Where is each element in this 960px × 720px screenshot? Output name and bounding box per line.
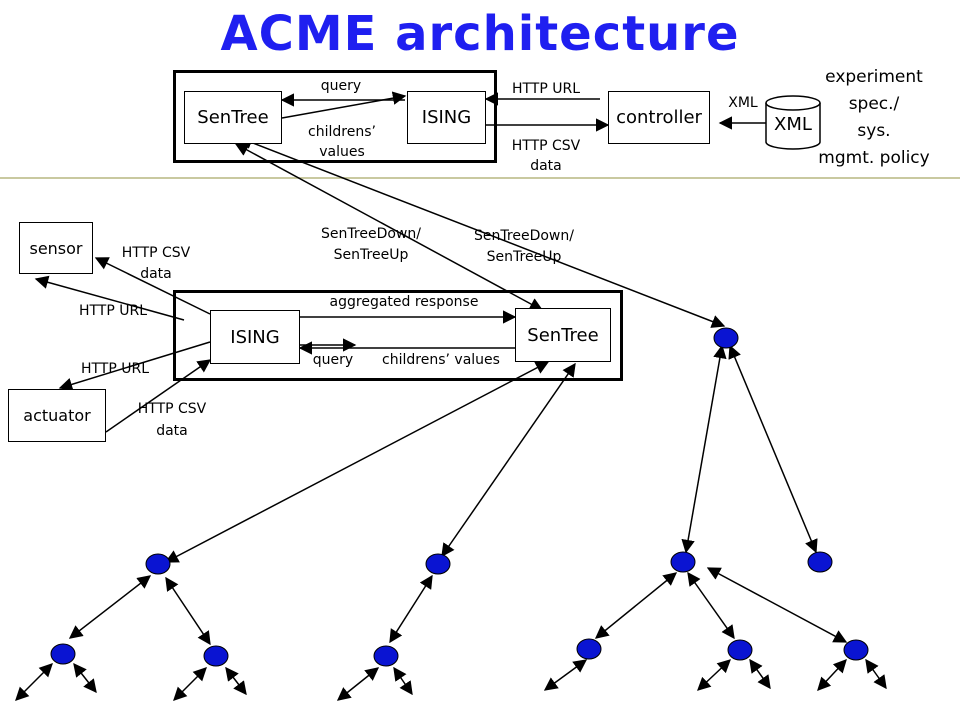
- tree-node: [373, 645, 399, 667]
- sensor-url-label: HTTP URL: [78, 303, 148, 319]
- link-sentree-right-tree: [238, 136, 726, 328]
- policy-line-3: sys.: [857, 121, 891, 141]
- middle-sentree-box: SenTree: [515, 308, 611, 362]
- mid-children-label: childrens’ values: [382, 352, 500, 368]
- aggregated-label: aggregated response: [329, 294, 479, 310]
- top-http-csv-label-1: HTTP CSV: [511, 138, 581, 154]
- link-to-left-tree: [164, 361, 550, 563]
- controller-box: controller: [608, 91, 710, 144]
- link-label-2-line-1: SenTreeDown/: [474, 228, 574, 244]
- sensor-box: sensor: [19, 222, 93, 274]
- link-to-center-tree: [441, 362, 576, 558]
- slide-title: ACME architecture: [220, 6, 740, 62]
- middle-ising-box: ISING: [210, 310, 300, 364]
- top-xml-label: XML: [728, 95, 758, 111]
- arrow-actuator-url: [58, 341, 211, 391]
- tree-node: [843, 639, 869, 661]
- top-query-label: query: [320, 78, 362, 94]
- actuator-box: actuator: [8, 389, 106, 442]
- sensor-csv-label-2: data: [140, 266, 172, 282]
- top-http-url-label: HTTP URL: [511, 81, 581, 97]
- mid-query-label: query: [312, 352, 354, 368]
- xml-store-cylinder: [765, 95, 821, 150]
- tree-node: [713, 327, 739, 349]
- link-label-1-line-2: SenTreeUp: [333, 247, 409, 263]
- actuator-csv-label-1: HTTP CSV: [137, 401, 207, 417]
- top-children-label-1: childrens’: [308, 124, 376, 140]
- top-acme-group: [173, 70, 497, 163]
- tree-node: [50, 643, 76, 665]
- actuator-url-label: HTTP URL: [80, 361, 150, 377]
- actuator-csv-label-2: data: [156, 423, 188, 439]
- top-children-label-2: values: [319, 144, 365, 160]
- arrow-top-children: [281, 91, 407, 119]
- xml-store-label: XML: [774, 114, 812, 135]
- link-label-1-line-1: SenTreeDown/: [321, 226, 421, 242]
- sensor-csv-label-1: HTTP CSV: [121, 245, 191, 261]
- tree-node: [425, 553, 451, 575]
- tree-node: [670, 551, 696, 573]
- policy-line-2: spec./: [848, 94, 900, 114]
- tree-node: [807, 551, 833, 573]
- tree-node: [145, 553, 171, 575]
- top-ising-box: ISING: [407, 91, 486, 144]
- arrow-sensor-csv: [94, 257, 211, 315]
- top-http-csv-label-2: data: [530, 158, 562, 174]
- top-sentree-box: SenTree: [184, 91, 282, 144]
- tree-node: [727, 639, 753, 661]
- arrow-sensor-url: [34, 275, 185, 321]
- tree-node: [203, 645, 229, 667]
- policy-line-1: experiment: [825, 67, 923, 87]
- policy-line-4: mgmt. policy: [818, 148, 930, 168]
- link-label-2-line-2: SenTreeUp: [486, 249, 562, 265]
- middle-acme-group: [173, 290, 623, 381]
- tree-node: [576, 638, 602, 660]
